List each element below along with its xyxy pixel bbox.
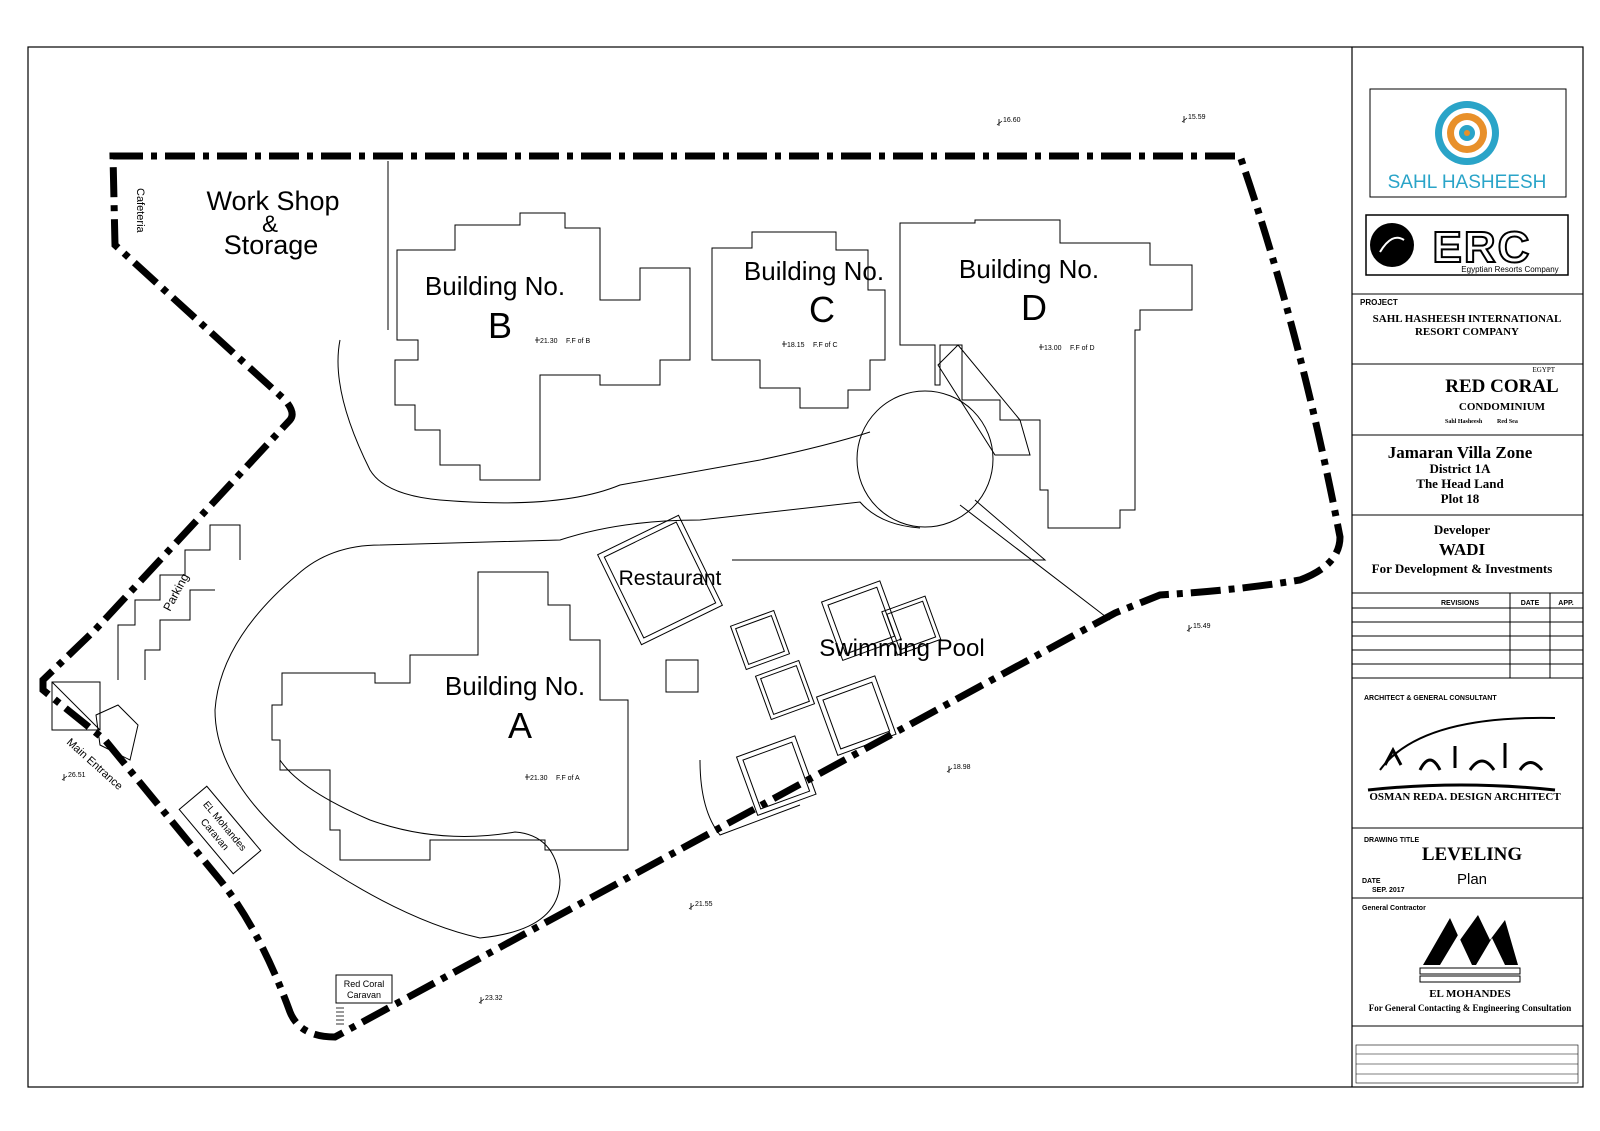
zone-area: The Head Land — [1416, 476, 1504, 491]
drawing-subtitle: Plan — [1457, 871, 1487, 888]
building-a-letter: A — [508, 705, 532, 746]
floor-level-ticks — [525, 337, 1044, 780]
el-mohandes-logo — [1419, 915, 1521, 983]
erc-emblem — [1370, 223, 1414, 267]
floor-level-c: 18.15 — [787, 342, 805, 349]
storage-label: Storage — [224, 230, 319, 260]
floor-level-markers: 21.30 F.F of B 18.15 F.F of C 13.00 F.F … — [530, 338, 1095, 782]
project-line-2: RESORT COMPANY — [1415, 326, 1519, 338]
building-d-label: Building No. — [959, 254, 1099, 284]
drawing-title-label: DRAWING TITLE — [1364, 837, 1420, 844]
erc-subtitle: Egyptian Resorts Company — [1461, 265, 1558, 274]
building-d-letter: D — [1021, 287, 1047, 328]
swimming-pool-blocks — [729, 580, 942, 816]
developer-subtitle: For Development & Investments — [1372, 561, 1553, 576]
roundabout — [856, 390, 994, 528]
upper-road-edge — [337, 339, 871, 504]
spot-level: 15.49 — [1193, 623, 1211, 630]
south-road-loop — [214, 574, 561, 939]
revisions-app-header: APP. — [1558, 600, 1573, 607]
floor-level-a-tag: F.F of A — [556, 775, 580, 782]
zone-name: Jamaran Villa Zone — [1388, 443, 1533, 462]
red-coral-caravan-label: Red Coral — [344, 979, 385, 989]
building-b-letter: B — [488, 305, 512, 346]
restaurant-label: Restaurant — [619, 567, 722, 590]
building-b-label: Building No. — [425, 271, 565, 301]
building-c-letter: C — [809, 289, 835, 330]
title-block-rules — [1352, 293, 1583, 1027]
main-entrance-label: Main Entrance — [64, 736, 125, 792]
erc-logo-text: ERC — [1433, 223, 1532, 272]
spot-level: 18.98 — [953, 764, 971, 771]
spot-level: 23.32 — [485, 995, 503, 1002]
date-value: SEP. 2017 — [1372, 887, 1405, 894]
service-path — [732, 499, 1111, 621]
plot-boundary — [39, 152, 1344, 1041]
client-logo-frame — [1369, 88, 1567, 198]
workshop-label: Work Shop — [206, 186, 339, 216]
building-d-footprint — [899, 219, 1193, 529]
revisions-date-header: DATE — [1521, 600, 1540, 607]
floor-level-b-tag: F.F of B — [566, 338, 590, 345]
zone-plot: Plot 18 — [1441, 491, 1480, 506]
spot-levels: 16.60 15.59 15.49 18.98 21.55 23.32 26.5… — [68, 114, 1211, 1002]
contractor-name: EL MOHANDES — [1429, 988, 1511, 1000]
location-city: Sahl Hasheesh — [1445, 419, 1483, 425]
spot-level-ticks — [61, 116, 1193, 1004]
kiosk — [665, 659, 699, 693]
spot-level: 21.55 — [695, 901, 713, 908]
zone-district: District 1A — [1429, 461, 1491, 476]
location-region: Red Sea — [1497, 419, 1518, 425]
lower-road-edge — [296, 501, 921, 576]
spot-level: 15.59 — [1188, 114, 1206, 121]
spot-level: 16.60 — [1003, 117, 1021, 124]
architect-label: ARCHITECT & GENERAL CONSULTANT — [1364, 695, 1497, 702]
cafeteria-label: Cafeteria — [134, 188, 146, 234]
parking-label: Parking — [160, 571, 191, 613]
floor-level-a: 21.30 — [530, 775, 548, 782]
architect-name: OSMAN REDA. DESIGN ARCHITECT — [1369, 791, 1561, 803]
drawing-title: LEVELING — [1422, 844, 1523, 865]
revisions-header: REVISIONS — [1441, 600, 1479, 607]
building-b-footprint — [394, 212, 691, 481]
date-label: DATE — [1362, 878, 1381, 885]
contractor-subtitle: For General Contacting & Engineering Con… — [1369, 1003, 1572, 1013]
project-label: PROJECT — [1360, 298, 1398, 307]
building-d-court — [937, 344, 1031, 456]
project-line-1: SAHL HASHEESH INTERNATIONAL — [1373, 313, 1562, 325]
sheet-frame — [27, 46, 1584, 1088]
floor-level-c-tag: F.F of C — [813, 342, 838, 349]
brick-pattern-footer — [1355, 1044, 1579, 1084]
sahl-hasheesh-emblem — [1435, 101, 1499, 165]
gate-house — [51, 681, 139, 761]
building-c-label: Building No. — [744, 256, 884, 286]
parking-bays — [117, 524, 241, 680]
building-a-footprint — [271, 571, 629, 861]
contractor-label: General Contractor — [1362, 905, 1426, 912]
building-c-footprint — [711, 231, 886, 409]
caravan-steps — [336, 1007, 344, 1025]
building-a-label: Building No. — [445, 671, 585, 701]
client-logo-text: SAHL HASHEESH — [1388, 172, 1547, 193]
floor-level-b: 21.30 — [540, 338, 558, 345]
developer-name: WADI — [1439, 540, 1486, 559]
red-coral-caravan-label-2: Caravan — [347, 990, 381, 1000]
restaurant-block — [596, 514, 724, 646]
red-coral-caravan — [335, 974, 393, 1004]
erc-logo-frame — [1365, 214, 1569, 276]
developer-label: Developer — [1434, 522, 1491, 537]
project-subname: CONDOMINIUM — [1459, 401, 1546, 413]
spot-level: 26.51 — [68, 772, 86, 779]
workshop-ampersand: & — [262, 211, 278, 238]
country-label: EGYPT — [1532, 366, 1555, 374]
pool-deck-edge — [699, 759, 801, 836]
architect-logo — [1367, 716, 1556, 792]
swimming-pool-label: Swimming Pool — [819, 635, 984, 662]
el-mohandes-caravan: EL Mohandes Caravan — [178, 785, 262, 875]
project-name: RED CORAL — [1445, 376, 1558, 397]
floor-level-d-tag: F.F of D — [1070, 345, 1095, 352]
floor-level-d: 13.00 — [1044, 345, 1062, 352]
